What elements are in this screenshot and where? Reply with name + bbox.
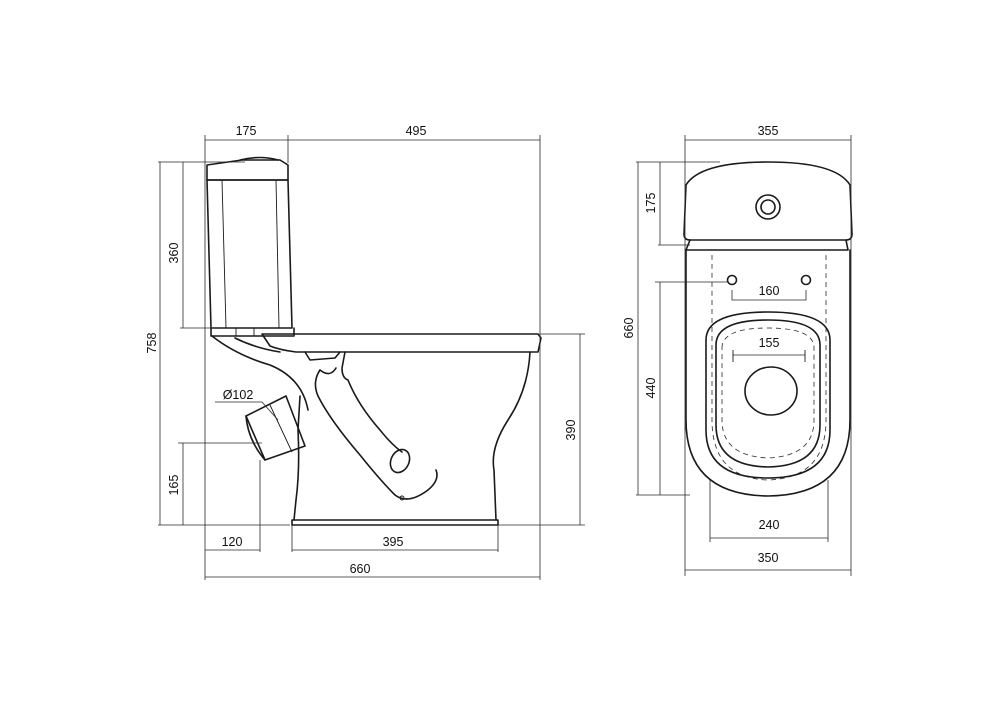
top-dimensions <box>636 135 852 576</box>
dim-base-length-label: 395 <box>383 535 404 549</box>
dim-tank-depth-top-label: 175 <box>644 193 658 214</box>
dim-outlet-height-label: 165 <box>167 475 181 496</box>
top-bowl <box>685 249 851 497</box>
dim-bowl-width-label: 350 <box>758 551 779 565</box>
dim-tank-depth-label: 175 <box>236 124 257 138</box>
side-bowl <box>211 333 542 526</box>
dim-bowl-depth-label: 440 <box>644 378 658 399</box>
top-cistern <box>683 161 853 251</box>
side-view: 175 495 758 360 165 390 Ø102 120 395 660 <box>145 124 585 580</box>
dim-total-length-label: 660 <box>350 562 371 576</box>
dim-outlet-offset-label: 120 <box>222 535 243 549</box>
dim-base-holes-label: 155 <box>759 336 780 350</box>
dim-rim-height-label: 390 <box>564 420 578 441</box>
dim-outlet-diameter-label: Ø102 <box>223 388 254 402</box>
dim-bowl-length-label: 495 <box>406 124 427 138</box>
dim-tank-height-label: 360 <box>167 243 181 264</box>
dim-seat-width-label: 240 <box>759 518 780 532</box>
dim-seat-holes-label: 160 <box>759 284 780 298</box>
side-outlet <box>245 395 306 461</box>
side-dimensions <box>158 135 585 580</box>
side-cistern <box>206 156 295 337</box>
dim-tank-width-label: 355 <box>758 124 779 138</box>
dim-total-height-label: 758 <box>145 333 159 354</box>
dim-total-depth-label: 660 <box>622 318 636 339</box>
top-view: 355 660 175 440 160 155 240 350 <box>622 124 853 576</box>
